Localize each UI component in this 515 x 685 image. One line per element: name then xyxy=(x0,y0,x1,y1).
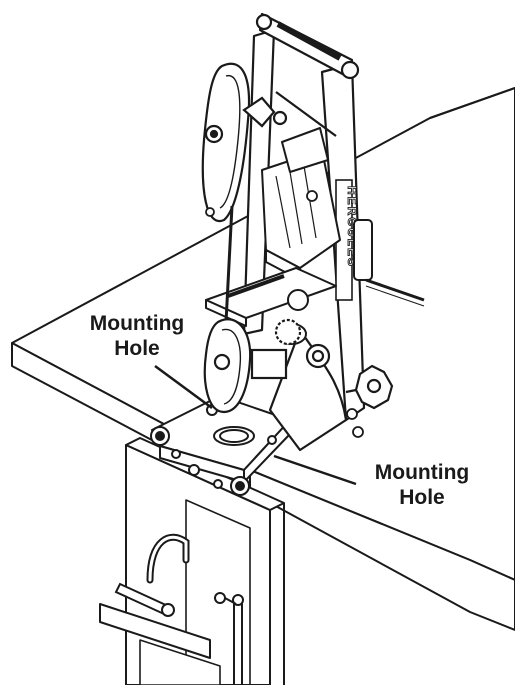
callout-left-leader xyxy=(154,364,213,410)
frame-fittings xyxy=(205,190,364,438)
lever-handle xyxy=(114,582,175,617)
callout-left-line1: Mounting xyxy=(89,312,185,335)
callout-mounting-hole-right: Mounting Hole xyxy=(360,460,484,510)
callout-right-line1: Mounting xyxy=(374,461,470,484)
stand-leg xyxy=(99,437,285,685)
lower-wheel-housing xyxy=(203,318,331,414)
mounting-bolts xyxy=(150,404,277,496)
upper-wheel-housing xyxy=(201,62,288,223)
callout-left-line2: Hole xyxy=(114,337,160,360)
callout-mounting-hole-left: Mounting Hole xyxy=(72,311,202,361)
motor xyxy=(261,127,425,307)
callout-right-line2: Hole xyxy=(399,486,445,509)
callout-right-leader xyxy=(273,454,357,486)
star-knob xyxy=(345,364,394,410)
